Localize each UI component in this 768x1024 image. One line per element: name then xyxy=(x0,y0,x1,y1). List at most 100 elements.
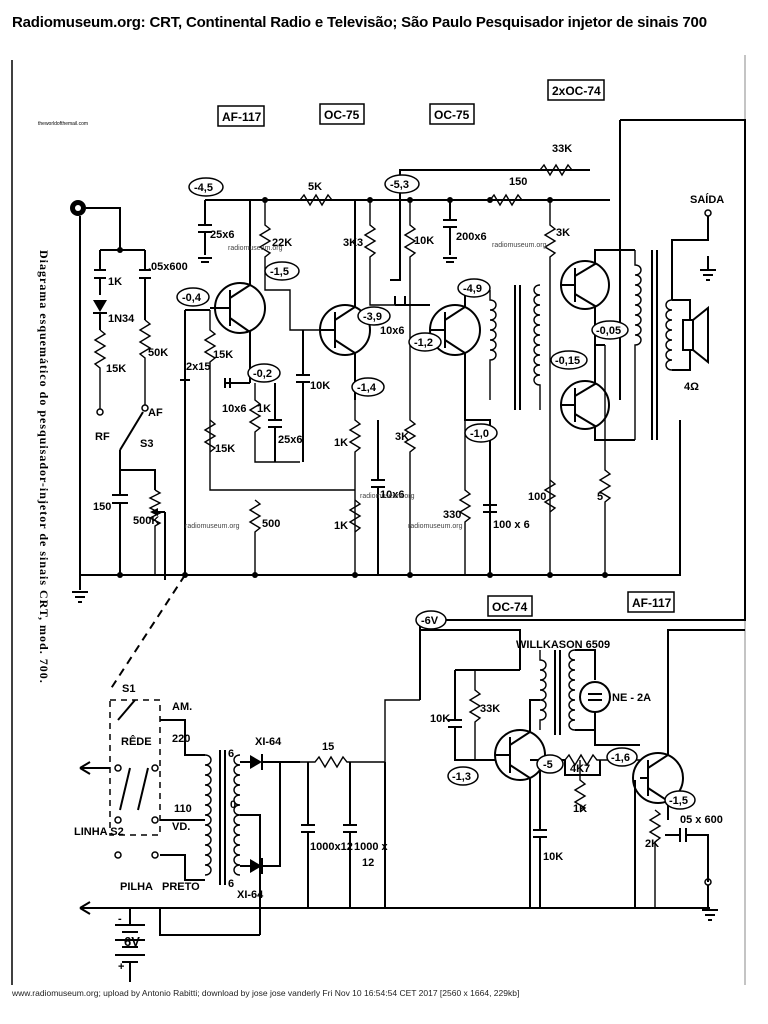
label-saida: SAÍDA xyxy=(690,193,724,206)
label-r3k-b: 3K xyxy=(395,431,409,443)
watermark-5: radiomuseum.org xyxy=(360,493,415,500)
resistor-1k-b xyxy=(248,383,300,463)
mains-arrow-lower-icon xyxy=(79,901,110,915)
cap-150 xyxy=(112,450,128,575)
label-c10x6-c: 10x6 xyxy=(380,489,404,501)
input-jack-center xyxy=(75,205,81,211)
svg-text:2xOC-74: 2xOC-74 xyxy=(552,84,601,98)
diode-xi64-b-wire xyxy=(261,762,281,874)
switch-s3-lever[interactable] xyxy=(119,411,144,451)
resistor-150 xyxy=(489,193,610,207)
label-c100x6: 100 x 6 xyxy=(493,519,530,531)
resistor-15-filter xyxy=(300,699,420,769)
willkason-out xyxy=(575,649,640,746)
ground-symbol-right xyxy=(702,909,718,921)
label-r3k: 3K xyxy=(556,227,570,239)
svg-text:-5: -5 xyxy=(543,759,553,771)
label-speaker: 4Ω xyxy=(684,381,699,393)
label-tap-6a: 6 xyxy=(228,748,234,760)
pot-wire xyxy=(120,469,156,490)
label-r100: 100 xyxy=(528,491,546,503)
diode-1n34-icon xyxy=(93,300,107,312)
voltage-oval-v16: -1,6 xyxy=(606,747,638,767)
secondary-taps xyxy=(240,761,261,935)
label-r22k: 22K xyxy=(272,237,292,249)
svg-text:-5,3: -5,3 xyxy=(390,179,409,191)
voltage-oval-v15: -5 xyxy=(536,754,564,774)
oc74-lower-leads xyxy=(560,345,635,441)
voltage-oval-v4: -0,4 xyxy=(176,287,210,307)
label-vd: VD. xyxy=(172,821,190,833)
label-rede: RÊDE xyxy=(121,735,152,748)
voltage-oval-v14: -1,3 xyxy=(447,766,479,786)
label-c05x600-b: 05 x 600 xyxy=(680,814,723,826)
label-r4k7: 4K7 xyxy=(570,763,590,775)
label-willkason: WILLKASON 6509 xyxy=(516,639,610,651)
diode-wire xyxy=(93,312,107,330)
driver-transformer-primary xyxy=(489,290,497,400)
label-r33k-b: 33K xyxy=(480,703,500,715)
loop-wire-right xyxy=(419,119,746,700)
label-c1000b2: 12 xyxy=(362,857,374,869)
label-c1000a: 1000x12 xyxy=(310,841,353,853)
label-c2x15: 2x15 xyxy=(186,361,210,373)
willkason-primary xyxy=(539,650,547,730)
label-tap-0: 0 xyxy=(230,799,236,811)
label-r5k: 5K xyxy=(308,181,322,193)
label-bat-minus: - xyxy=(118,913,122,925)
input-wire xyxy=(86,207,145,251)
ground-bus-top xyxy=(80,420,681,576)
tube-label-oc74-pair: 2xOC-74 xyxy=(547,79,605,101)
potentiometer-500k[interactable] xyxy=(148,489,162,575)
tube-label-oc75-b: OC-75 xyxy=(429,103,475,125)
svg-text:-0,05: -0,05 xyxy=(596,325,621,337)
power-transformer-primary xyxy=(204,754,212,876)
cap-10k-b xyxy=(448,669,520,761)
label-p2k: 2K xyxy=(645,838,659,850)
label-v110: 110 xyxy=(174,803,192,815)
svg-text:AF-117: AF-117 xyxy=(632,596,672,610)
voltage-oval-v2: -5,3 xyxy=(384,174,420,194)
label-p500k: 500K xyxy=(133,515,159,527)
diode-xi64-a-icon xyxy=(250,755,262,769)
willkason-secondary xyxy=(568,649,576,731)
potentiometer-2k[interactable] xyxy=(648,809,662,908)
oc74-bottom-leads xyxy=(495,699,540,908)
battery-link xyxy=(159,908,260,936)
resistor-100 xyxy=(543,479,557,513)
tube-label-af117-top: AF-117 xyxy=(217,105,265,127)
resistor-10k-a xyxy=(403,200,417,330)
label-c10x6-a: 10x6 xyxy=(222,403,246,415)
output-terminal xyxy=(704,209,712,217)
label-r15-filter: 15 xyxy=(322,741,334,753)
label-x164-b: XI-64 xyxy=(237,889,264,901)
label-v220: 220 xyxy=(172,733,190,745)
resistor-33k-top xyxy=(539,163,573,177)
label-linha: LINHA S2 xyxy=(74,826,124,838)
resistor-15k-c xyxy=(203,419,217,453)
speaker-wires xyxy=(672,299,691,371)
switch-s1-contacts[interactable] xyxy=(117,699,149,811)
label-pilha: PILHA xyxy=(120,881,153,893)
label-r1k: 1K xyxy=(108,276,122,288)
battery-6v-icon xyxy=(115,908,145,982)
resistor-15k-b xyxy=(203,310,355,491)
diode-xi64-b-icon xyxy=(250,859,262,873)
voltage-oval-v12: -0,05 xyxy=(591,320,629,340)
mains-wiring xyxy=(160,719,205,881)
tube-label-af117-bottom: AF-117 xyxy=(627,591,675,613)
resistor-15k xyxy=(93,329,107,410)
label-r3k3: 3K3 xyxy=(343,237,363,249)
pot-wiper xyxy=(158,511,166,580)
label-s1: S1 xyxy=(122,683,135,695)
label-r1k-b: 1K xyxy=(257,403,271,415)
svg-text:-1,4: -1,4 xyxy=(357,382,377,394)
driver-transformer-secondary xyxy=(533,284,541,410)
svg-text:-6V: -6V xyxy=(421,615,439,627)
label-r50k: 50K xyxy=(148,347,168,359)
transistor-af117-leads xyxy=(210,284,251,360)
af117-base-wire xyxy=(184,309,210,575)
voltage-oval-v1: -4,5 xyxy=(188,177,224,197)
power-transformer-secondary xyxy=(233,754,241,876)
